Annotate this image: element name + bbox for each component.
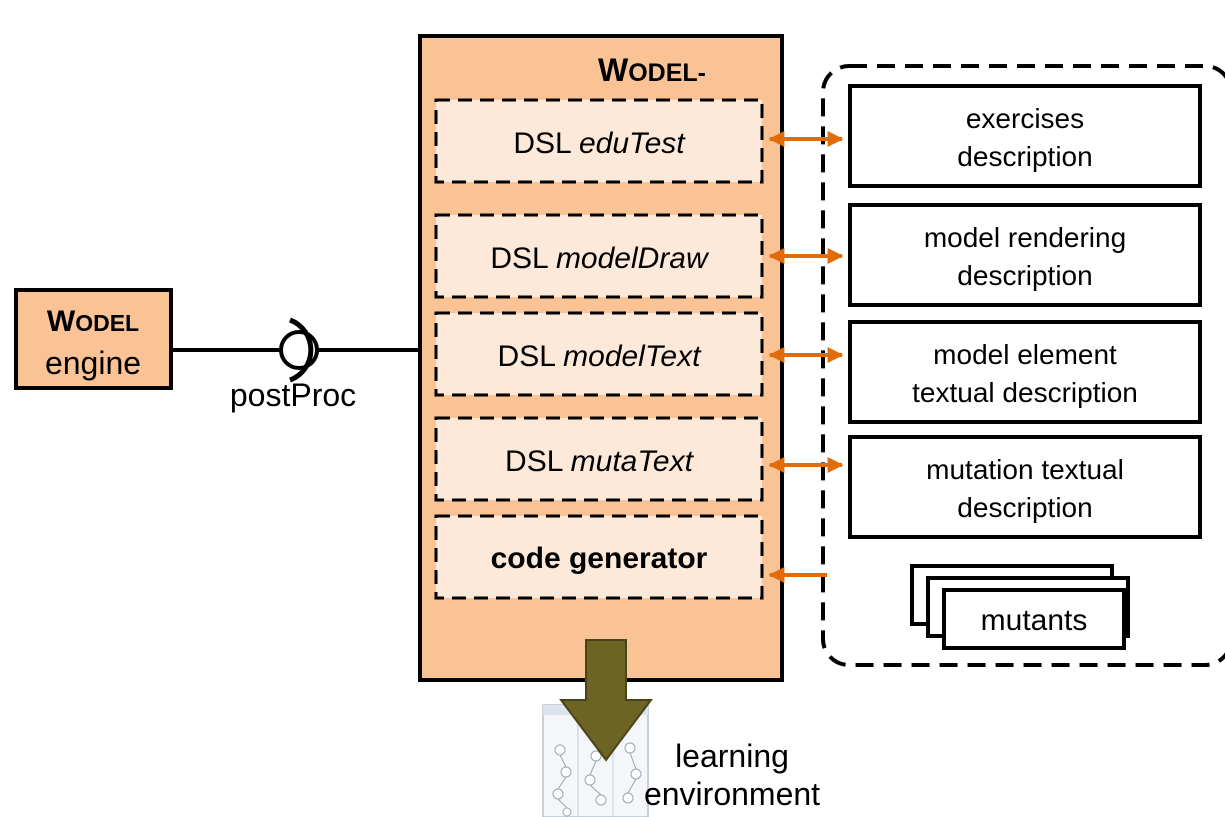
module-edutest: DSL eduTest bbox=[434, 98, 764, 184]
module-name: modelText bbox=[563, 340, 702, 373]
engine-name-rest: ODEL bbox=[75, 310, 139, 336]
generator-label: code generator bbox=[491, 542, 708, 575]
main-block-title-rest: ODEL- bbox=[628, 59, 706, 87]
module-code-generator: code generator bbox=[434, 514, 764, 600]
module-name: mutaText bbox=[571, 445, 695, 478]
module-modeltext: DSL modelText bbox=[434, 311, 764, 397]
engine-box bbox=[14, 288, 173, 390]
module-box bbox=[434, 514, 764, 600]
module-label: DSL mutaText bbox=[505, 445, 695, 478]
module-name: modelDraw bbox=[556, 242, 710, 275]
artifact-line-1: model element bbox=[933, 339, 1117, 370]
module-prefix: DSL bbox=[505, 445, 571, 478]
module-prefix: DSL bbox=[490, 242, 556, 275]
artifact-line-2: description bbox=[957, 492, 1092, 523]
artifact-box bbox=[848, 435, 1202, 539]
artifact-box bbox=[848, 84, 1202, 188]
relation-arrows bbox=[768, 131, 844, 583]
artifact-box bbox=[848, 320, 1202, 424]
module-box bbox=[434, 416, 764, 502]
postproc-interface: postProc bbox=[171, 317, 420, 413]
module-prefix: DSL bbox=[513, 127, 579, 160]
artifact-box bbox=[848, 203, 1202, 307]
artifact-mutation-textual-description: mutation textual description bbox=[848, 435, 1202, 539]
module-mutatext: DSL mutaText bbox=[434, 416, 764, 502]
mutants-stack: mutants bbox=[910, 564, 1130, 650]
module-label: DSL eduTest bbox=[513, 127, 686, 160]
mutant-doc-front bbox=[942, 588, 1126, 650]
engine-name-label: WODEL bbox=[47, 305, 139, 338]
module-name: eduTest bbox=[579, 127, 686, 160]
interface-label: postProc bbox=[230, 377, 356, 413]
output-label-line-2: environment bbox=[644, 776, 820, 812]
artifact-line-2: description bbox=[957, 141, 1092, 172]
artifact-model-element-description: model element textual description bbox=[848, 320, 1202, 424]
thumbnail-graph-edges bbox=[557, 752, 637, 809]
module-modeldraw: DSL modelDraw bbox=[434, 213, 764, 299]
wodel-engine-component: WODEL engine bbox=[14, 288, 173, 390]
module-box bbox=[434, 213, 764, 299]
mutants-label: mutants bbox=[981, 604, 1088, 637]
module-label: DSL modelDraw bbox=[490, 242, 710, 275]
wodel-main-block: WODEL- DSL eduTest DSL modelDraw DSL mod… bbox=[418, 34, 784, 682]
artifact-exercises-description: exercises description bbox=[848, 84, 1202, 188]
required-interface-socket bbox=[289, 317, 314, 383]
module-label: DSL modelText bbox=[498, 340, 703, 373]
module-box bbox=[434, 311, 764, 397]
artifact-line-2: description bbox=[957, 260, 1092, 291]
artifact-line-1: mutation textual bbox=[926, 454, 1124, 485]
artifact-line-2: textual description bbox=[912, 377, 1138, 408]
output-arrow bbox=[559, 639, 653, 762]
engine-sub-label: engine bbox=[45, 345, 141, 381]
main-block-title-initial: W bbox=[598, 52, 629, 88]
artifacts-container bbox=[821, 64, 1225, 667]
output-label-line-1: learning bbox=[675, 738, 789, 774]
engine-name-initial: W bbox=[47, 305, 76, 338]
artifact-model-rendering-description: model rendering description bbox=[848, 203, 1202, 307]
module-box bbox=[434, 98, 764, 184]
main-block-title: WODEL- bbox=[598, 52, 706, 88]
artifact-line-1: exercises bbox=[966, 103, 1084, 134]
module-prefix: DSL bbox=[498, 340, 564, 373]
artifact-line-1: model rendering bbox=[924, 222, 1126, 253]
thumbnail-graph-nodes bbox=[552, 742, 642, 817]
